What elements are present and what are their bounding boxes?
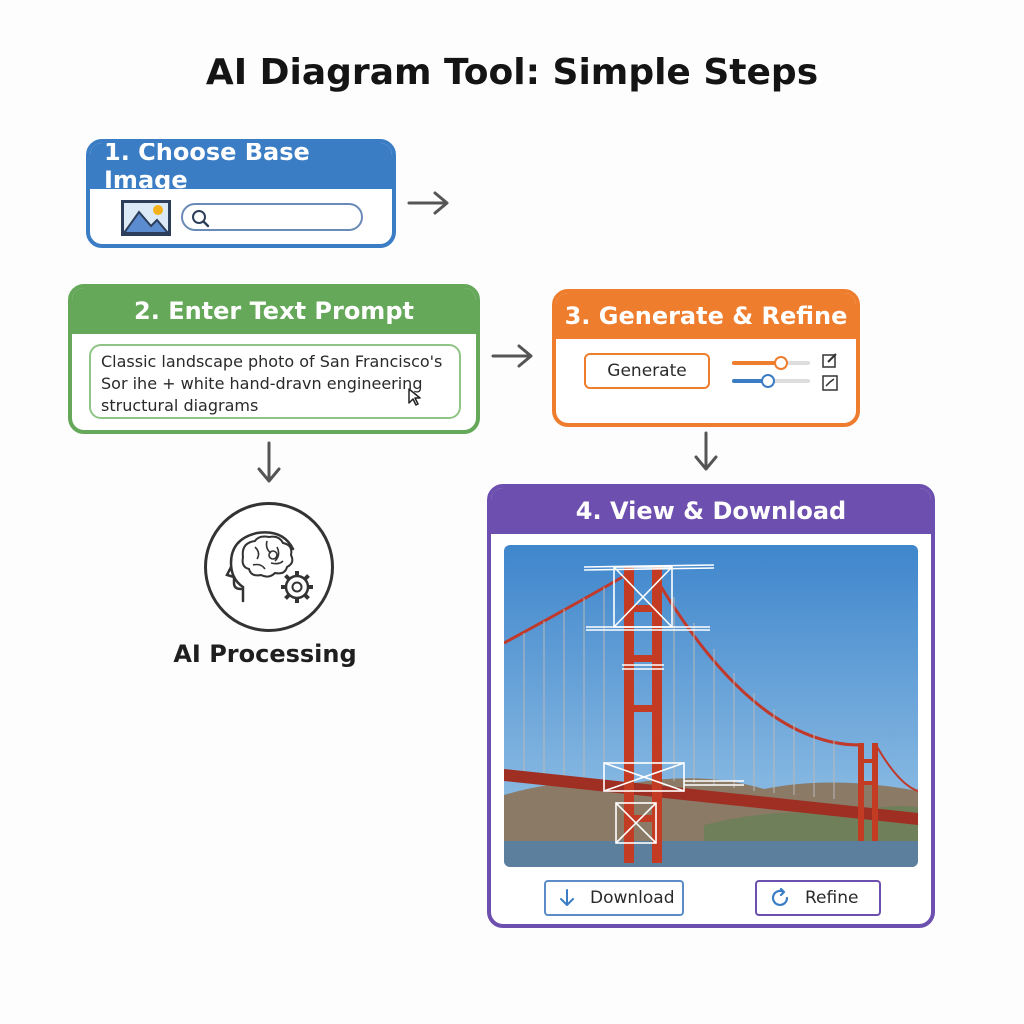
page-title: AI Diagram Tool: Simple Steps	[205, 52, 819, 93]
step-3-header: 3. Generate & Refine	[556, 293, 856, 339]
image-icon[interactable]	[121, 200, 171, 236]
step-4-card: 4. View & Download	[487, 484, 935, 928]
brain-gear-icon	[225, 531, 313, 603]
search-input[interactable]	[181, 203, 363, 231]
mouse-cursor-icon	[408, 388, 421, 406]
edit-icon[interactable]	[822, 352, 838, 368]
refine-slider-2[interactable]	[732, 374, 810, 388]
step-1-header: 1. Choose Base Image	[90, 143, 392, 194]
slider-knob[interactable]	[774, 356, 789, 370]
arrow-right-icon	[491, 344, 533, 368]
search-icon	[192, 210, 210, 228]
refine-slider-1[interactable]	[732, 356, 810, 370]
step-2-card: 2. Enter Text Prompt Classic landscape p…	[68, 284, 480, 434]
arrow-down-icon	[257, 441, 281, 483]
prompt-line: Classic landscape photo of San Francisco…	[101, 352, 443, 371]
step-1-card: 1. Choose Base Image	[86, 139, 396, 248]
ai-processing-icon	[204, 502, 334, 632]
prompt-textarea[interactable]: Classic landscape photo of San Francisco…	[89, 344, 461, 419]
prompt-line: structural diagrams	[101, 396, 259, 415]
download-label: Download	[590, 888, 675, 908]
refine-label: Refine	[805, 888, 859, 908]
ai-processing-label: AI Processing	[173, 640, 357, 668]
download-arrow-icon	[560, 889, 574, 906]
result-image	[504, 545, 918, 867]
slider-knob[interactable]	[761, 374, 776, 388]
refine-button[interactable]: Refine	[755, 880, 881, 916]
step-3-card: 3. Generate & Refine Generate	[552, 289, 860, 427]
step-2-header: 2. Enter Text Prompt	[72, 288, 476, 334]
refresh-icon	[771, 887, 789, 907]
arrow-right-icon	[407, 191, 449, 215]
adjust-icon[interactable]	[822, 375, 838, 391]
download-button[interactable]: Download	[544, 880, 684, 916]
slider-fill	[732, 361, 781, 365]
generate-button[interactable]: Generate	[584, 353, 710, 389]
arrow-down-icon	[694, 431, 718, 471]
slider-fill	[732, 379, 768, 383]
prompt-line: Sor ihe + white hand-dravn engineering	[101, 374, 423, 393]
step-4-header: 4. View & Download	[491, 488, 931, 534]
